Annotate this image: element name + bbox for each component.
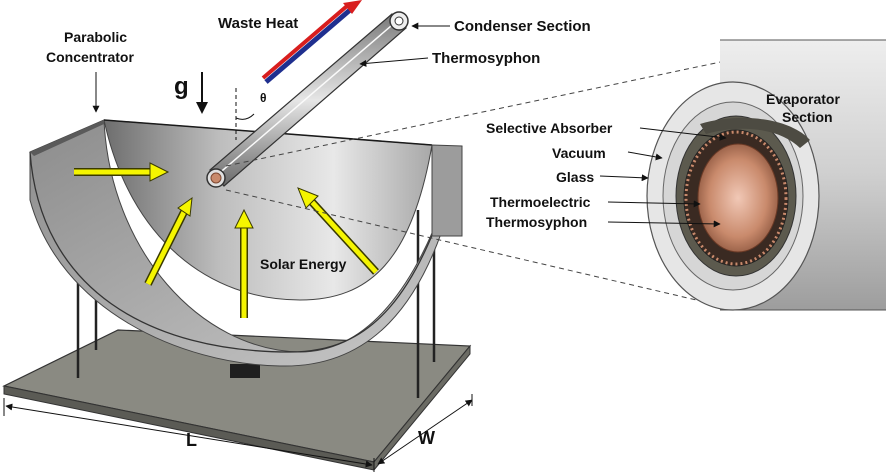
condenser-section-label: Condenser Section: [454, 18, 591, 35]
yellow-arrow-icon: [74, 162, 170, 182]
thermosyphon-inner-label: Thermosyphon: [486, 214, 587, 230]
thermoelectric-label: Thermoelectric: [490, 194, 591, 210]
yellow-arrow-icon: [234, 208, 254, 318]
waste-heat-arrow: [261, 0, 362, 84]
thermosyphon-pipe: [206, 11, 409, 188]
vacuum-label: Vacuum: [552, 145, 606, 161]
evaporator-section-label-2: Section: [782, 109, 833, 125]
thermosyphon-label: Thermosyphon: [432, 50, 540, 67]
gravity-arrow-icon: [196, 72, 208, 114]
evaporator-cross-section: [646, 39, 886, 311]
length-L-label: L: [186, 430, 197, 450]
theta-label: θ: [260, 91, 267, 105]
parabolic-concentrator-label-1: Parabolic: [64, 29, 127, 45]
dimension-W: [377, 394, 473, 465]
waste-heat-label: Waste Heat: [218, 15, 298, 32]
theta-angle: [235, 88, 255, 140]
leader-lines: [92, 22, 727, 228]
selective-absorber-label: Selective Absorber: [486, 120, 613, 136]
copper-core: [697, 143, 779, 253]
text-labels: Parabolic Concentrator Waste Heat Conden…: [46, 15, 840, 450]
width-W-label: W: [418, 428, 435, 448]
evaporator-section-label-1: Evaporator: [766, 91, 840, 107]
gravity-label: g: [174, 73, 189, 100]
sun-rays: [74, 162, 379, 318]
dimension-L: [3, 398, 375, 472]
zoom-projection-lines: [225, 51, 769, 307]
parabolic-concentrator-label-2: Concentrator: [46, 49, 134, 65]
solar-energy-label: Solar Energy: [260, 256, 347, 272]
yellow-arrow-icon: [144, 196, 193, 286]
yellow-arrow-icon: [297, 187, 379, 275]
glass-label: Glass: [556, 169, 594, 185]
base-mount: [230, 364, 260, 378]
